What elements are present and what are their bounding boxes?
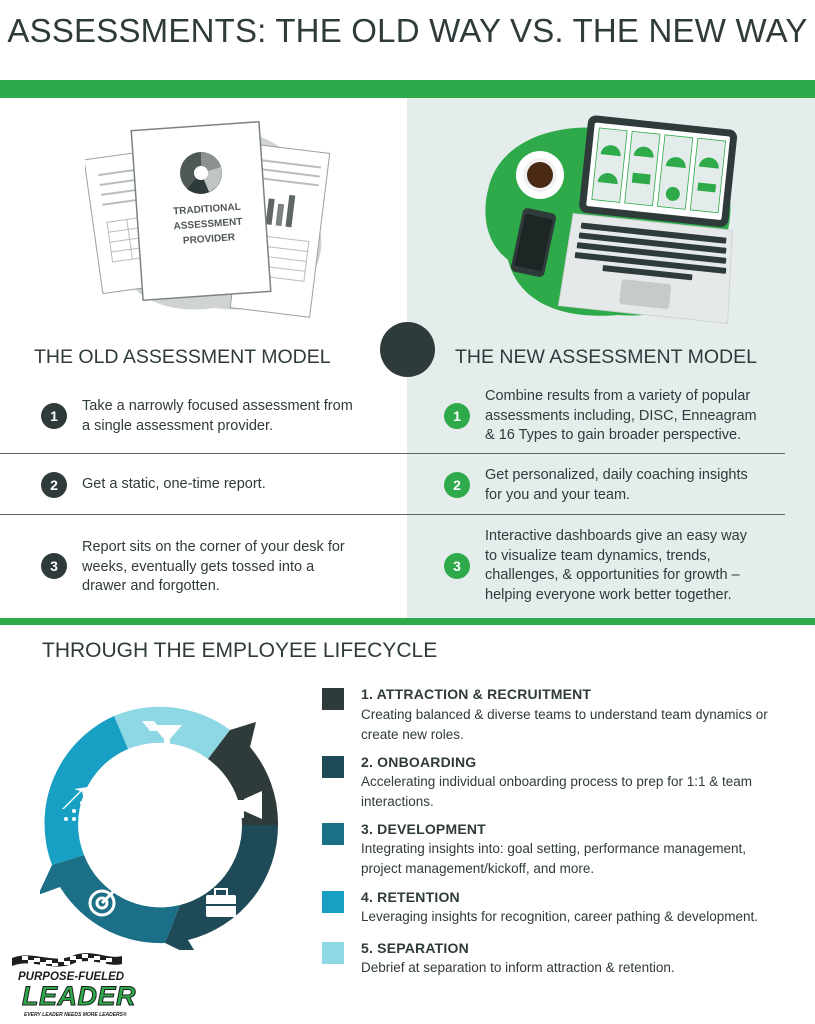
new-step-2-text: Get personalized, daily coaching insight…: [485, 467, 748, 503]
top-divider-bar: [0, 80, 815, 98]
new-step-3-text: Interactive dashboards give an easy way …: [485, 528, 747, 603]
row-divider-1: [0, 453, 785, 454]
new-step-2-number: 2: [444, 472, 470, 498]
stage-1-swatch: [322, 688, 344, 710]
old-step-2-number: 2: [41, 472, 67, 498]
purpose-fueled-leader-logo: PURPOSE-FUELED LEADER EVERY LEADER NEEDS…: [10, 950, 140, 1020]
stage-5-desc: Debrief at separation to inform attracti…: [361, 960, 675, 975]
stage-2-desc: Accelerating individual onboarding proce…: [361, 774, 752, 809]
lifecycle-segment-development: [40, 855, 180, 944]
laptop-coffee-phone-illustration: [485, 115, 738, 324]
new-step-3-number: 3: [444, 553, 470, 579]
lifecycle-cycle-diagram: [40, 706, 279, 950]
coffee-cup-icon: [516, 151, 564, 199]
stage-3-desc: Integrating insights into: goal setting,…: [361, 841, 746, 876]
checkered-flag-icon: [12, 953, 122, 967]
stage-5-swatch: [322, 942, 344, 964]
logo-line1: PURPOSE-FUELED: [18, 971, 125, 983]
stage-4-title: 4. RETENTION: [361, 889, 460, 905]
new-step-1-number: 1: [444, 403, 470, 429]
stage-4-swatch: [322, 891, 344, 913]
old-step-3-number: 3: [41, 553, 67, 579]
pie-chart-icon: [180, 152, 222, 194]
front-document: [130, 120, 272, 302]
lifecycle-segment-onboarding: [165, 825, 279, 950]
stage-1-desc: Creating balanced & diverse teams to und…: [361, 707, 768, 742]
new-step-1-text: Combine results from a variety of popula…: [485, 388, 757, 443]
old-step-1-text: Take a narrowly focused assessment from …: [82, 398, 353, 434]
lifecycle-heading: THROUGH THE EMPLOYEE LIFECYCLE: [42, 639, 438, 662]
smartphone-icon: [511, 208, 556, 277]
stage-3-swatch: [322, 823, 344, 845]
target-icon: [88, 887, 118, 917]
old-step-3-text: Report sits on the corner of your desk f…: [82, 539, 345, 594]
paper-documents-illustration: [85, 120, 331, 318]
page-title: ASSESSMENTS: THE OLD WAY VS. THE NEW WAY: [7, 12, 808, 49]
old-step-2-text: Get a static, one-time report.: [82, 476, 266, 492]
stage-5-title: 5. SEPARATION: [361, 940, 469, 956]
old-model-heading: THE OLD ASSESSMENT MODEL: [34, 346, 331, 368]
megaphone-icon: [236, 791, 262, 819]
center-divider-circle: [380, 322, 435, 377]
stage-2-title: 2. ONBOARDING: [361, 754, 477, 770]
row-divider-2: [0, 514, 785, 515]
funnel-icon: [142, 721, 182, 751]
laptop-icon: [557, 115, 738, 324]
old-step-1-number: 1: [41, 403, 67, 429]
stage-1-title: 1. ATTRACTION & RECRUITMENT: [361, 686, 592, 702]
growth-arrow-icon: [62, 787, 92, 821]
bottom-divider-bar: [0, 618, 815, 625]
logo-line2: LEADER: [21, 981, 137, 1012]
briefcase-icon: [206, 888, 236, 917]
logo-tagline: EVERY LEADER NEEDS MORE LEADERS®: [24, 1012, 127, 1018]
stage-3-title: 3. DEVELOPMENT: [361, 821, 486, 837]
stage-4-desc: Leveraging insights for recognition, car…: [361, 909, 758, 924]
new-model-heading: THE NEW ASSESSMENT MODEL: [455, 346, 757, 368]
lifecycle-segment-retention: [44, 716, 128, 865]
stage-2-swatch: [322, 756, 344, 778]
